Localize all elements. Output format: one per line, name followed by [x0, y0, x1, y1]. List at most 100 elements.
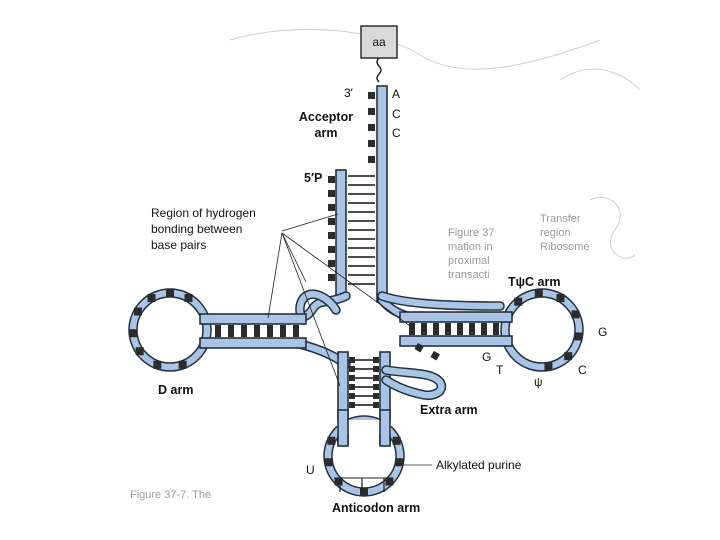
tpsic-stem-base-pair — [469, 323, 475, 335]
tpsic-loop-nucleotide — [534, 289, 543, 298]
bleed-text-7: region — [540, 227, 571, 239]
d-stem-base-pairs — [215, 325, 299, 337]
anticodon-arm-label: Anticodon arm — [332, 501, 420, 515]
d-arm-label: D arm — [158, 383, 193, 397]
loop-letter-c: C — [578, 363, 587, 377]
tpsic-loop-nucleotide — [544, 362, 553, 371]
hbond-label-group: Region of hydrogen bonding between base … — [151, 206, 411, 387]
aa-linker — [376, 57, 382, 83]
bleed-text-2: mation in — [448, 241, 493, 253]
anticodon-loop-nucleotide — [327, 436, 336, 445]
d-arm — [128, 288, 307, 372]
d-loop-nucleotide — [135, 347, 144, 356]
acceptor-5prime-nucleotide — [328, 232, 335, 239]
tpsic-stem-base-pair — [433, 323, 439, 335]
bleed-text-4: transacti — [448, 269, 490, 281]
acceptor-nucleotide — [368, 92, 375, 99]
tpsic-stem-bottom-strand — [399, 335, 513, 347]
d-stem-base-pair — [215, 325, 221, 337]
anticodon-loop-nucleotides — [324, 436, 404, 496]
anticodon-stem-base-pairs — [349, 357, 379, 408]
anticodon-triplet-marks — [334, 477, 392, 492]
d-loop-nucleotide — [133, 307, 142, 316]
three-prime-label: 3′ — [344, 86, 354, 100]
acceptor-5prime-nucleotide — [328, 260, 335, 267]
d-loop-nucleotide — [166, 289, 174, 297]
anticodon-stem-nucleotide — [349, 357, 355, 363]
tpsic-stem-base-pair — [481, 323, 487, 335]
d-stem-base-pair — [280, 325, 286, 337]
tpsic-loop-nucleotide — [564, 352, 573, 361]
acceptor-5prime-nucleotide — [328, 246, 335, 253]
tpsic-loop-nucleotide — [574, 332, 583, 341]
anticodon-loop-nucleotide — [395, 458, 404, 467]
extra-arm — [381, 342, 447, 400]
d-loop-nucleotides — [129, 289, 193, 369]
d-stem-top-strand — [199, 313, 307, 325]
anticodon-stem-nucleotide — [349, 384, 355, 390]
anticodon-stem-nucleotide — [373, 402, 379, 408]
d-stem-bottom-strand — [199, 337, 307, 349]
acceptor-base-2: C — [392, 107, 401, 121]
extra-loop — [382, 366, 445, 399]
d-stem-base-pair — [254, 325, 260, 337]
bleed-text-1: Figure 37 — [448, 227, 494, 239]
anticodon-stem-nucleotide — [373, 366, 379, 372]
acceptor-3prime-strand — [376, 85, 388, 303]
loop-letter-u: U — [306, 463, 315, 477]
tpsic-stem-base-pairs — [409, 323, 499, 335]
acceptor-5prime-nucleotide — [328, 176, 335, 183]
loop-letter-psi: ψ — [534, 375, 543, 389]
d-loop — [129, 289, 211, 371]
anticodon-stem-nucleotide — [349, 375, 355, 381]
d-stem-base-pair — [241, 325, 247, 337]
d-stem-base-pair — [293, 325, 299, 337]
five-prime-label: 5′P — [304, 171, 322, 185]
d-loop-nucleotide — [178, 360, 187, 369]
alkylated-purine-group: Alkylated purine — [398, 458, 522, 472]
hbond-label-2: bonding between — [151, 222, 242, 236]
acceptor-base-1: A — [392, 87, 400, 101]
acceptor-nucleotide — [368, 140, 375, 147]
acceptor-arm-label-1: Acceptor — [299, 110, 353, 124]
amino-acid-group: aa — [360, 25, 398, 83]
amino-acid-label: aa — [372, 35, 386, 49]
tpsic-stem-base-pair — [409, 323, 415, 335]
tpsic-stem-base-pair — [445, 323, 451, 335]
loop-letter-g-inner: G — [482, 350, 491, 364]
tpsic-arm — [399, 288, 584, 372]
tpsic-stem-base-pair — [421, 323, 427, 335]
bleed-text-6: Transfer — [540, 213, 581, 225]
tpsic-arm-label: TψC arm — [508, 275, 560, 289]
tpsic-loop-nucleotide — [514, 297, 523, 306]
d-stem-base-pair — [267, 325, 273, 337]
tpsic-stem-top-strand — [399, 311, 513, 323]
hbond-label-1: Region of hydrogen — [151, 206, 256, 220]
amino-acid-box — [360, 25, 398, 59]
acceptor-5prime-nucleotide — [328, 218, 335, 225]
anticodon-stem-nucleotide — [349, 393, 355, 399]
loop-letter-g-right: G — [598, 325, 607, 339]
d-loop-nucleotide — [129, 329, 138, 338]
anticodon-loop-nucleotide — [392, 436, 401, 445]
d-loop-nucleotide — [184, 293, 193, 302]
bleed-text-8: Ribosome — [540, 241, 590, 253]
hbond-label-3: base pairs — [151, 238, 206, 252]
anticodon-loop-nucleotide — [324, 458, 333, 467]
anticodon-stem-nucleotide — [349, 366, 355, 372]
anticodon-stem-nucleotide — [349, 402, 355, 408]
acceptor-base-3: C — [392, 126, 401, 140]
acceptor-5prime-nucleotide — [328, 274, 335, 281]
d-loop-nucleotide — [147, 293, 156, 302]
tpsic-stem-base-pair — [457, 323, 463, 335]
tpsic-loop-nucleotide — [556, 293, 565, 302]
acceptor-5prime-nucleotide — [328, 204, 335, 211]
anticodon-stem-nucleotide — [373, 357, 379, 363]
loop-letter-t: T — [496, 363, 504, 377]
tpsic-loop-nucleotide — [571, 310, 580, 319]
alkylated-purine-label: Alkylated purine — [436, 458, 522, 472]
anticodon-loop-nucleotide — [360, 488, 368, 496]
anticodon-arm — [323, 351, 405, 497]
acceptor-nucleotide — [368, 124, 375, 131]
